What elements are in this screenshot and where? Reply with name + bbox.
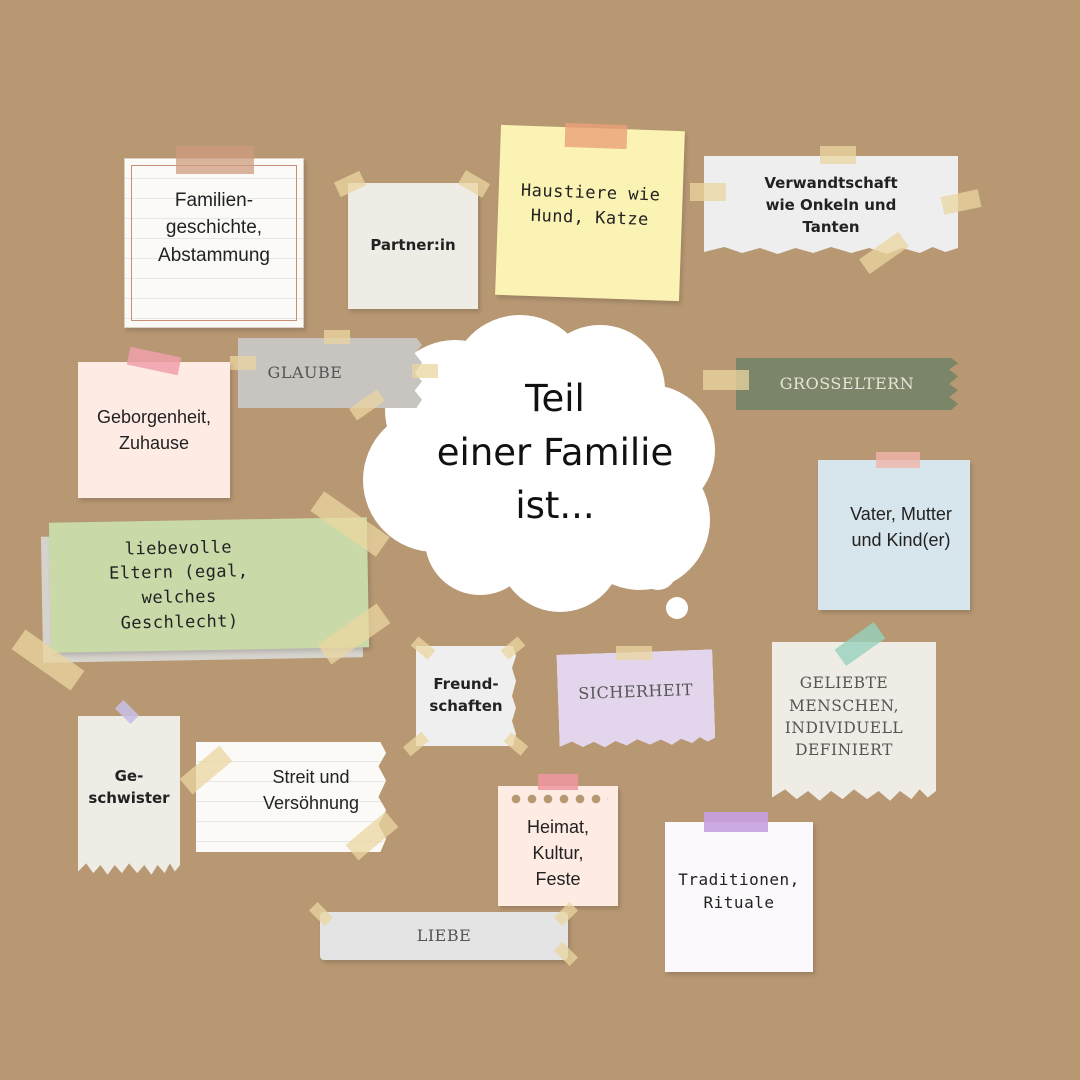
tape: [176, 146, 254, 174]
note-verwandtschaft-text: Verwandtschaft wie Onkeln und Tanten: [764, 174, 898, 236]
tape: [564, 122, 628, 150]
note-geliebte-menschen-text: Geliebte Menschen, individuell definiert: [784, 674, 904, 760]
note-familiengeschichte: Familien- geschichte, Abstammung: [124, 158, 304, 328]
tape: [538, 774, 578, 790]
note-heimat-dots: [508, 794, 608, 804]
cloud-title: Teil einer Familie ist...: [436, 377, 674, 528]
note-border: [131, 165, 297, 321]
note-verwandtschaft: Verwandtschaft wie Onkeln und Tanten: [704, 156, 958, 254]
note-glaube: Glaube: [238, 338, 422, 408]
note-traditionen: Traditionen, Rituale: [665, 822, 813, 972]
note-grosseltern-text: Großeltern: [779, 374, 915, 394]
note-liebe: Liebe: [320, 912, 568, 960]
note-streit-text: Streit und Versöhnung: [262, 766, 360, 813]
note-heimat-text: Heimat, Kultur, Feste: [526, 816, 589, 890]
tape: [230, 356, 256, 370]
tape: [704, 812, 768, 832]
note-sicherheit: Sicherheit: [556, 649, 715, 750]
note-haustiere: Haustiere wie Hund, Katze: [495, 124, 685, 302]
note-freundschaften-text: Freund- schaften: [429, 675, 503, 715]
note-freundschaften: Freund- schaften: [416, 646, 516, 746]
note-glaube-text: Glaube: [267, 363, 343, 383]
note-heimat: Heimat, Kultur, Feste: [498, 786, 618, 906]
note-partner-text: Partner:in: [370, 236, 456, 255]
note-liebevolle-eltern: liebevolle Eltern (egal, welches Geschle…: [48, 517, 370, 653]
note-sicherheit-text: Sicherheit: [577, 680, 694, 704]
note-partner: Partner:in: [348, 183, 478, 309]
note-geschwister-text: Ge- schwister: [88, 767, 170, 807]
tape: [820, 146, 856, 164]
tape: [876, 452, 920, 468]
note-liebe-text: Liebe: [416, 926, 472, 946]
note-traditionen-text: Traditionen, Rituale: [678, 869, 800, 912]
note-vater-mutter: Vater, Mutter und Kind(er): [818, 460, 970, 610]
tape: [690, 183, 726, 201]
tape: [703, 370, 749, 390]
tape: [324, 330, 350, 344]
note-geborgenheit: Geborgenheit, Zuhause: [78, 362, 230, 498]
note-liebevolle-eltern-text: liebevolle Eltern (egal, welches Geschle…: [108, 537, 249, 634]
note-geschwister: Ge- schwister: [78, 716, 180, 875]
note-grosseltern: Großeltern: [736, 358, 958, 410]
note-haustiere-text: Haustiere wie Hund, Katze: [520, 180, 661, 230]
note-vater-mutter-text: Vater, Mutter und Kind(er): [850, 503, 952, 550]
note-geliebte-menschen: Geliebte Menschen, individuell definiert: [772, 642, 936, 801]
tape: [412, 364, 438, 378]
note-familiengeschichte-text: Familien- geschichte, Abstammung: [158, 189, 270, 266]
tape: [616, 646, 652, 660]
note-geborgenheit-text: Geborgenheit, Zuhause: [96, 406, 212, 453]
